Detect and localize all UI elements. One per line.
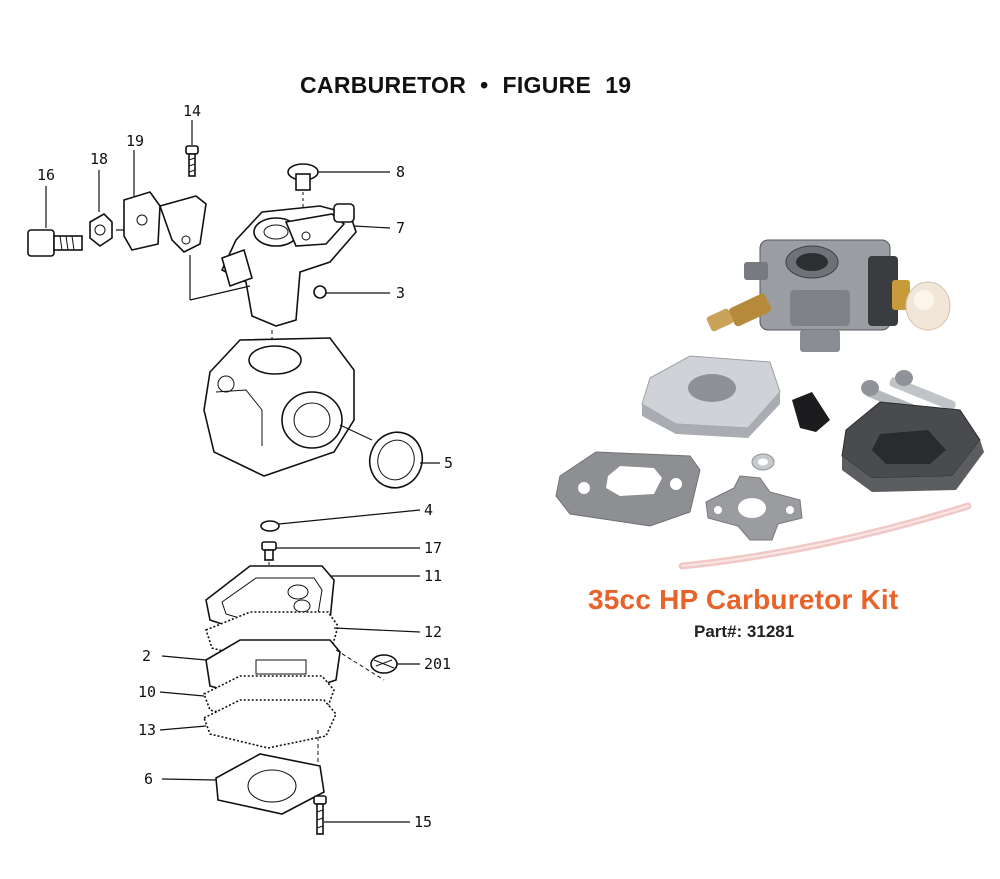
title-figure-label: FIGURE bbox=[502, 72, 592, 98]
kit-part-number: Part#: 31281 bbox=[694, 622, 795, 641]
callout-5: 5 bbox=[444, 454, 453, 472]
part-19-lever bbox=[116, 150, 207, 253]
kit-title: 35cc HP Carburetor Kit bbox=[588, 584, 899, 615]
part-13-gasket bbox=[159, 699, 337, 770]
part-6-cover bbox=[161, 753, 325, 815]
part-201-screen bbox=[335, 649, 420, 681]
callout-16: 16 bbox=[37, 166, 55, 184]
part-14-screw bbox=[185, 120, 199, 177]
part-16-bolt bbox=[27, 186, 83, 257]
callout-13: 13 bbox=[138, 721, 156, 739]
callout-7: 7 bbox=[396, 219, 405, 237]
title-separator: • bbox=[480, 72, 489, 98]
title-figure-number: 19 bbox=[605, 72, 632, 98]
carburetor-main-body bbox=[203, 337, 355, 477]
part-18-nut bbox=[89, 170, 113, 247]
callout-10: 10 bbox=[138, 683, 156, 701]
callout-2: 2 bbox=[142, 647, 151, 665]
figure-title: CARBURETOR • FIGURE 19 bbox=[300, 72, 631, 99]
part-5-ring bbox=[339, 424, 440, 489]
callout-15: 15 bbox=[414, 813, 432, 831]
part-8-adjust-screw bbox=[287, 163, 390, 220]
callout-14: 14 bbox=[183, 102, 201, 120]
carburetor-top-body bbox=[189, 203, 391, 386]
kit-carburetor bbox=[706, 239, 951, 352]
kit-gasket-large bbox=[555, 451, 701, 527]
kit-photo bbox=[555, 239, 984, 570]
kit-spacer bbox=[641, 355, 781, 438]
callout-201: 201 bbox=[424, 655, 451, 673]
callout-19: 19 bbox=[126, 132, 144, 150]
kit-choke bbox=[792, 392, 830, 432]
kit-insulator bbox=[841, 401, 984, 492]
part-4-oring bbox=[260, 509, 421, 532]
part-15-screw bbox=[313, 795, 410, 835]
title-part: CARBURETOR bbox=[300, 72, 467, 98]
callout-12: 12 bbox=[424, 623, 442, 641]
kit-gasket-small bbox=[705, 475, 803, 541]
part-17-screw bbox=[261, 541, 420, 590]
callout-17: 17 bbox=[424, 539, 442, 557]
callout-4: 4 bbox=[424, 501, 433, 519]
callout-3: 3 bbox=[396, 284, 405, 302]
callout-6: 6 bbox=[144, 770, 153, 788]
callout-8: 8 bbox=[396, 163, 405, 181]
callout-18: 18 bbox=[90, 150, 108, 168]
callout-11: 11 bbox=[424, 567, 442, 585]
